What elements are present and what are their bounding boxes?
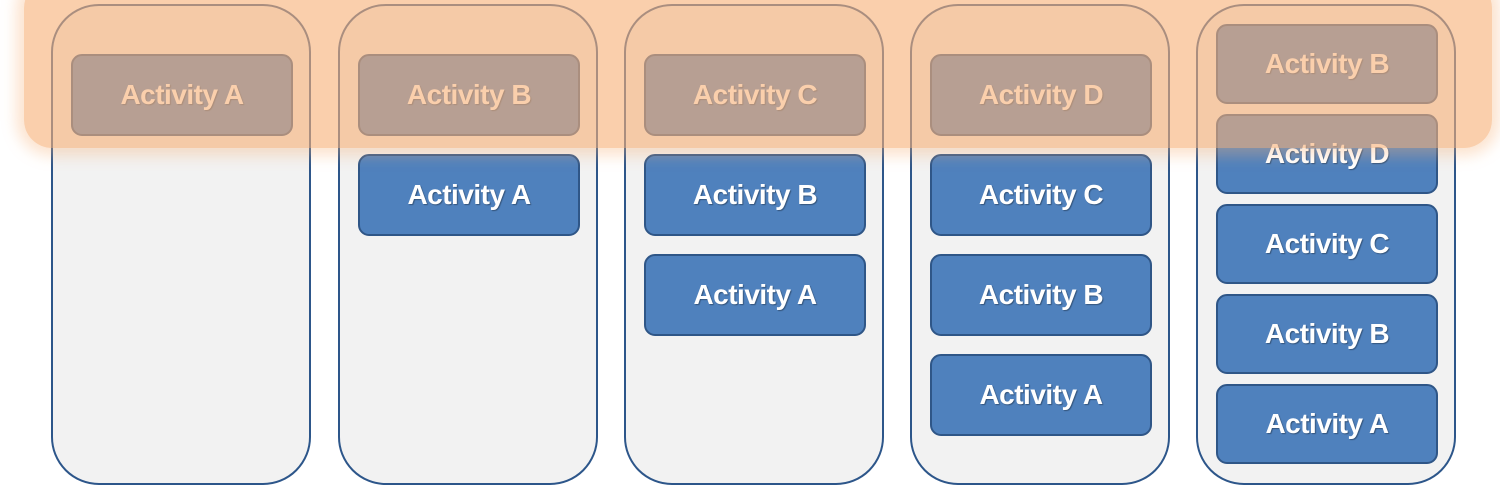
activity-box: Activity B [644,154,866,236]
back-stack-5: Activity B Activity D Activity C Activit… [1196,4,1456,485]
activity-box: Activity A [71,54,293,136]
activity-box: Activity B [930,254,1152,336]
back-stack-1: Activity A [51,4,311,485]
back-stack-4: Activity D Activity C Activity B Activit… [910,4,1170,485]
activity-box: Activity D [1216,114,1438,194]
activity-box: Activity D [930,54,1152,136]
activity-box: Activity B [1216,24,1438,104]
activity-box: Activity A [1216,384,1438,464]
activity-box: Activity C [930,154,1152,236]
activity-box: Activity B [1216,294,1438,374]
activity-box: Activity C [644,54,866,136]
activity-box: Activity B [358,54,580,136]
back-stack-3: Activity C Activity B Activity A [624,4,884,485]
back-stack-2: Activity B Activity A [338,4,598,485]
activity-box: Activity C [1216,204,1438,284]
activity-box: Activity A [644,254,866,336]
activity-box: Activity A [358,154,580,236]
activity-box: Activity A [930,354,1152,436]
